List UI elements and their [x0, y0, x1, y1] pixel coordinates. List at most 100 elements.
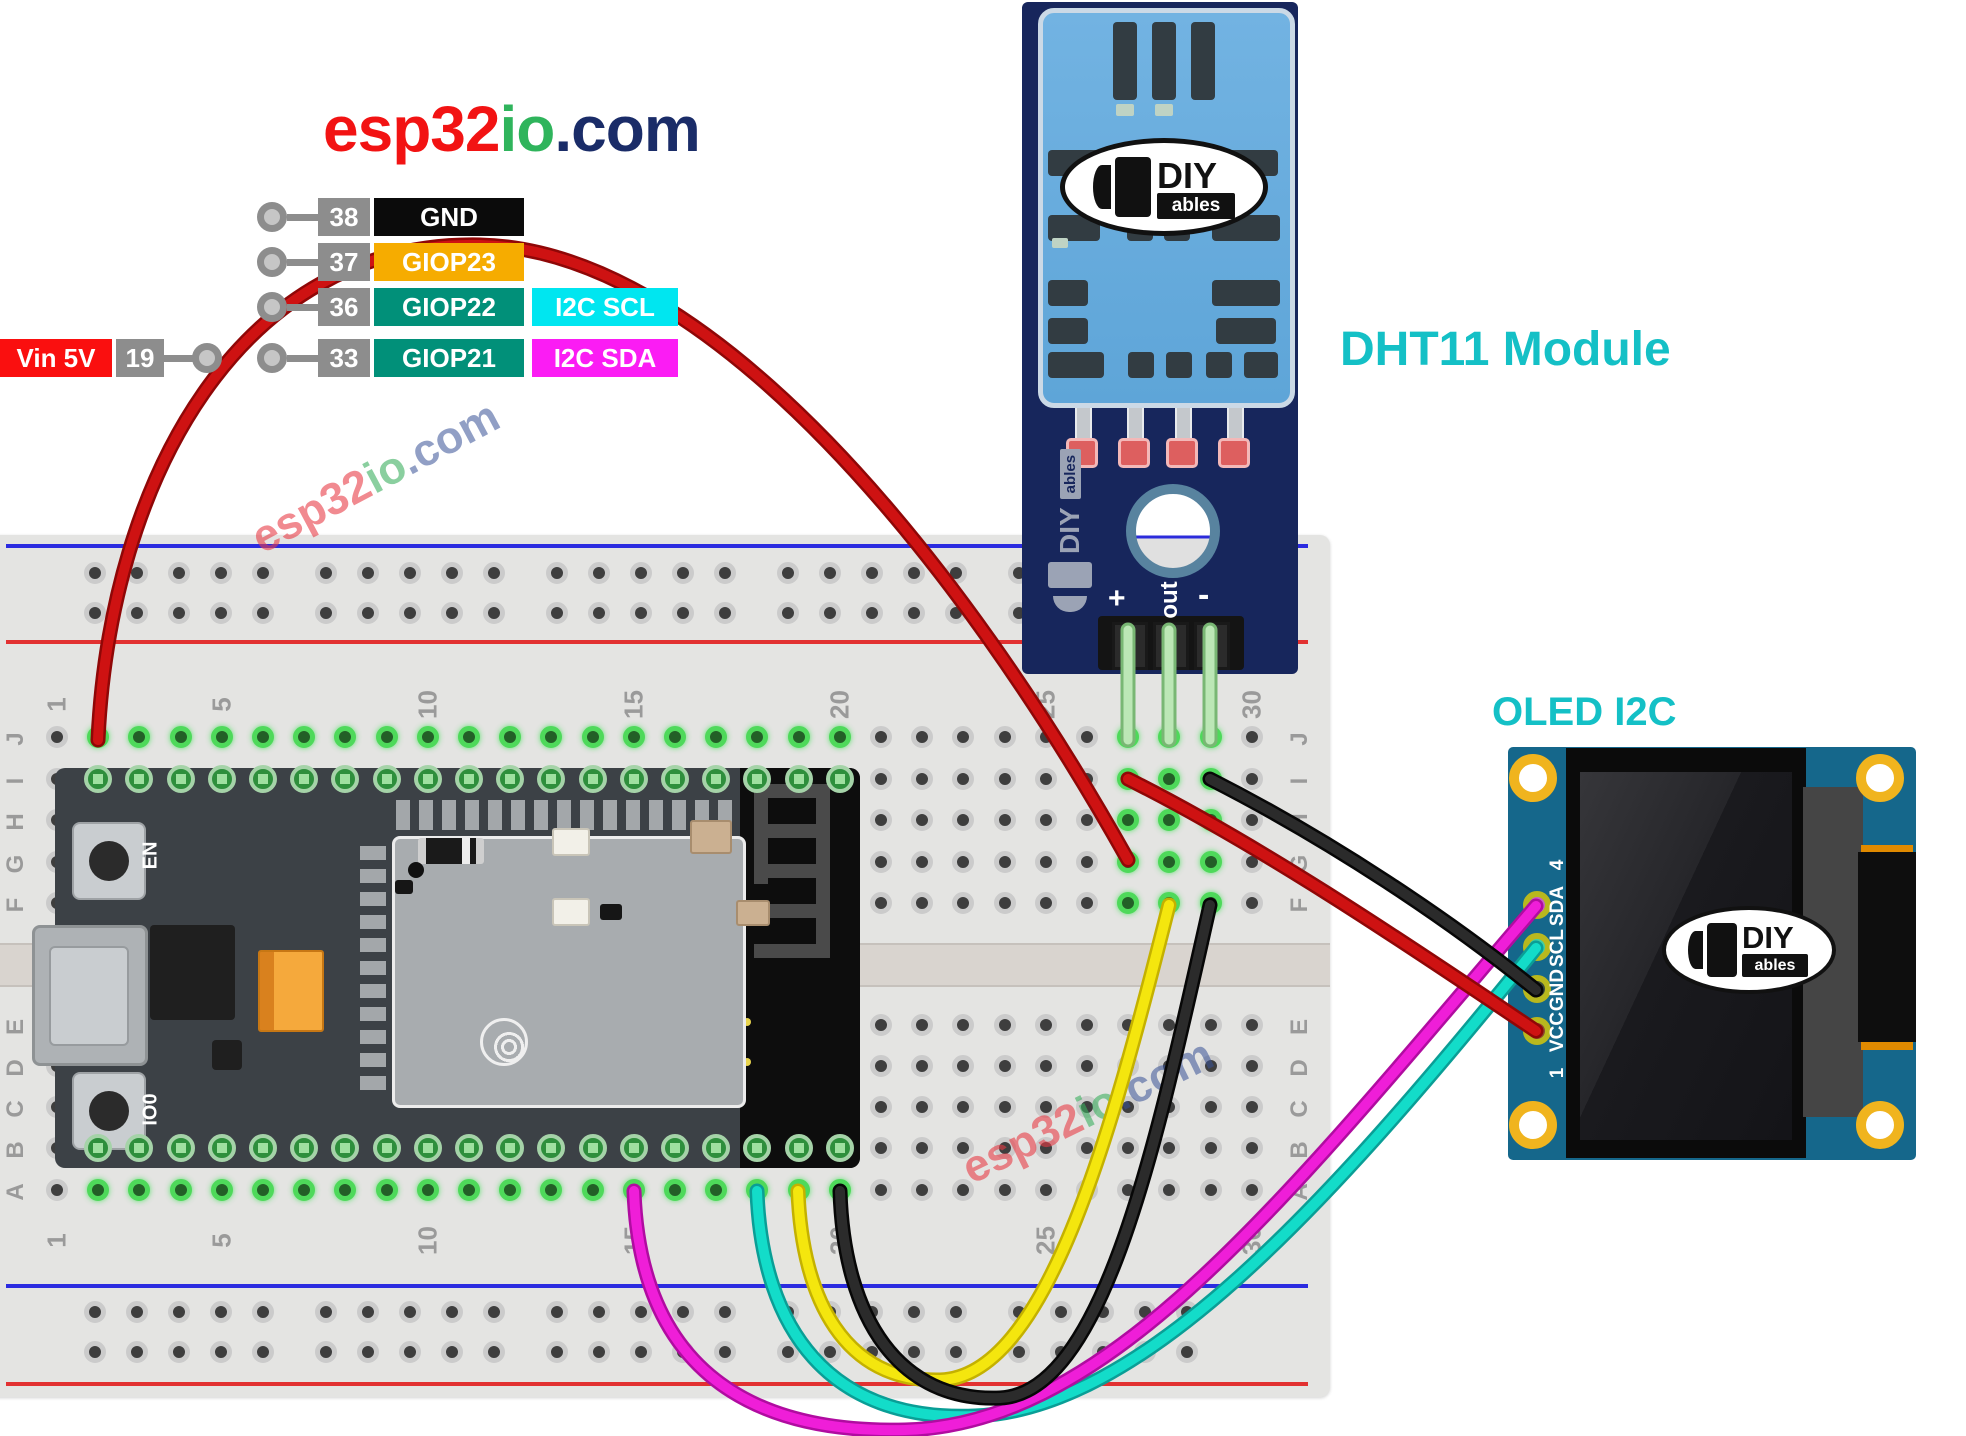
- esp32-pin[interactable]: [743, 765, 771, 793]
- breadboard-hole-connected[interactable]: [417, 726, 439, 748]
- breadboard-hole[interactable]: [994, 1096, 1016, 1118]
- breadboard-hole[interactable]: [357, 1301, 379, 1323]
- esp32-pin[interactable]: [785, 1134, 813, 1162]
- breadboard-hole[interactable]: [84, 562, 106, 584]
- breadboard-hole[interactable]: [994, 768, 1016, 790]
- breadboard-hole[interactable]: [911, 1096, 933, 1118]
- breadboard-hole[interactable]: [994, 1179, 1016, 1201]
- esp32-pin[interactable]: [208, 1134, 236, 1162]
- breadboard-hole[interactable]: [210, 562, 232, 584]
- breadboard-hole[interactable]: [952, 1096, 974, 1118]
- wire-data-yellow[interactable]: [793, 900, 1174, 1386]
- breadboard-hole[interactable]: [994, 892, 1016, 914]
- breadboard-hole[interactable]: [399, 562, 421, 584]
- breadboard-hole-connected[interactable]: [170, 1179, 192, 1201]
- esp32-pin[interactable]: [167, 765, 195, 793]
- breadboard-hole[interactable]: [1076, 726, 1098, 748]
- breadboard-hole[interactable]: [1158, 1137, 1180, 1159]
- breadboard-hole[interactable]: [546, 1301, 568, 1323]
- esp32-pin[interactable]: [620, 765, 648, 793]
- breadboard-hole-connected[interactable]: [458, 726, 480, 748]
- breadboard-hole[interactable]: [588, 1341, 610, 1363]
- breadboard-hole-connected[interactable]: [540, 726, 562, 748]
- breadboard-hole-connected[interactable]: [293, 1179, 315, 1201]
- breadboard-hole-connected[interactable]: [705, 1179, 727, 1201]
- breadboard-hole[interactable]: [911, 851, 933, 873]
- breadboard-hole-connected[interactable]: [334, 726, 356, 748]
- breadboard-hole[interactable]: [952, 809, 974, 831]
- breadboard-hole[interactable]: [870, 851, 892, 873]
- breadboard-hole[interactable]: [714, 602, 736, 624]
- breadboard-hole[interactable]: [1241, 1179, 1263, 1201]
- breadboard-hole[interactable]: [861, 562, 883, 584]
- breadboard-hole[interactable]: [994, 809, 1016, 831]
- breadboard-hole[interactable]: [1117, 1137, 1139, 1159]
- breadboard-hole[interactable]: [870, 726, 892, 748]
- breadboard-hole-connected[interactable]: [540, 1179, 562, 1201]
- breadboard-hole[interactable]: [546, 562, 568, 584]
- breadboard-hole[interactable]: [911, 1014, 933, 1036]
- breadboard-hole[interactable]: [819, 602, 841, 624]
- esp32-pin[interactable]: [331, 765, 359, 793]
- breadboard-hole-connected[interactable]: [664, 726, 686, 748]
- esp32-pin[interactable]: [455, 1134, 483, 1162]
- breadboard-hole[interactable]: [1035, 851, 1057, 873]
- breadboard-hole-connected[interactable]: [1117, 809, 1139, 831]
- breadboard-hole-connected[interactable]: [1158, 768, 1180, 790]
- breadboard-hole-connected[interactable]: [582, 1179, 604, 1201]
- en-button[interactable]: [72, 822, 146, 900]
- breadboard-hole[interactable]: [870, 1137, 892, 1159]
- breadboard-hole[interactable]: [1200, 1014, 1222, 1036]
- breadboard-hole[interactable]: [861, 602, 883, 624]
- breadboard-hole-connected[interactable]: [582, 726, 604, 748]
- breadboard-hole[interactable]: [252, 602, 274, 624]
- breadboard-hole[interactable]: [252, 562, 274, 584]
- breadboard-hole[interactable]: [441, 1301, 463, 1323]
- esp32-pin[interactable]: [579, 765, 607, 793]
- breadboard-hole[interactable]: [672, 602, 694, 624]
- breadboard-hole[interactable]: [441, 562, 463, 584]
- breadboard-hole[interactable]: [1241, 1055, 1263, 1077]
- esp32-pin[interactable]: [661, 1134, 689, 1162]
- breadboard-hole[interactable]: [952, 1137, 974, 1159]
- breadboard-hole[interactable]: [252, 1301, 274, 1323]
- breadboard-hole[interactable]: [1241, 809, 1263, 831]
- breadboard-hole-connected[interactable]: [128, 726, 150, 748]
- breadboard-hole[interactable]: [1076, 1014, 1098, 1036]
- breadboard-hole[interactable]: [1241, 768, 1263, 790]
- esp32-pin[interactable]: [702, 765, 730, 793]
- breadboard-hole[interactable]: [777, 1341, 799, 1363]
- breadboard-hole[interactable]: [777, 602, 799, 624]
- breadboard-hole[interactable]: [1076, 851, 1098, 873]
- breadboard-hole-connected[interactable]: [417, 1179, 439, 1201]
- breadboard-hole[interactable]: [672, 562, 694, 584]
- esp32-pin[interactable]: [414, 765, 442, 793]
- breadboard-hole[interactable]: [777, 562, 799, 584]
- esp32-pin[interactable]: [373, 765, 401, 793]
- breadboard-hole[interactable]: [819, 562, 841, 584]
- breadboard-hole-connected[interactable]: [458, 1179, 480, 1201]
- esp32-pin[interactable]: [290, 765, 318, 793]
- esp32-pin[interactable]: [373, 1134, 401, 1162]
- esp32-pin[interactable]: [661, 765, 689, 793]
- breadboard-hole[interactable]: [126, 602, 148, 624]
- breadboard-hole[interactable]: [1035, 768, 1057, 790]
- breadboard-hole-connected[interactable]: [211, 1179, 233, 1201]
- esp32-pin[interactable]: [331, 1134, 359, 1162]
- breadboard-hole[interactable]: [1200, 1096, 1222, 1118]
- breadboard-hole-connected[interactable]: [211, 726, 233, 748]
- breadboard-hole[interactable]: [819, 1341, 841, 1363]
- breadboard-hole[interactable]: [911, 726, 933, 748]
- breadboard-hole-connected[interactable]: [334, 1179, 356, 1201]
- breadboard-hole[interactable]: [945, 1341, 967, 1363]
- breadboard-hole[interactable]: [911, 892, 933, 914]
- esp32-pin[interactable]: [537, 765, 565, 793]
- wire-gnd-black-short[interactable]: [1205, 774, 1541, 995]
- breadboard-hole[interactable]: [952, 726, 974, 748]
- breadboard-hole[interactable]: [588, 562, 610, 584]
- breadboard-hole[interactable]: [483, 1301, 505, 1323]
- breadboard-hole[interactable]: [1241, 1096, 1263, 1118]
- breadboard-hole[interactable]: [357, 1341, 379, 1363]
- breadboard-hole[interactable]: [870, 1179, 892, 1201]
- breadboard-hole[interactable]: [1241, 1137, 1263, 1159]
